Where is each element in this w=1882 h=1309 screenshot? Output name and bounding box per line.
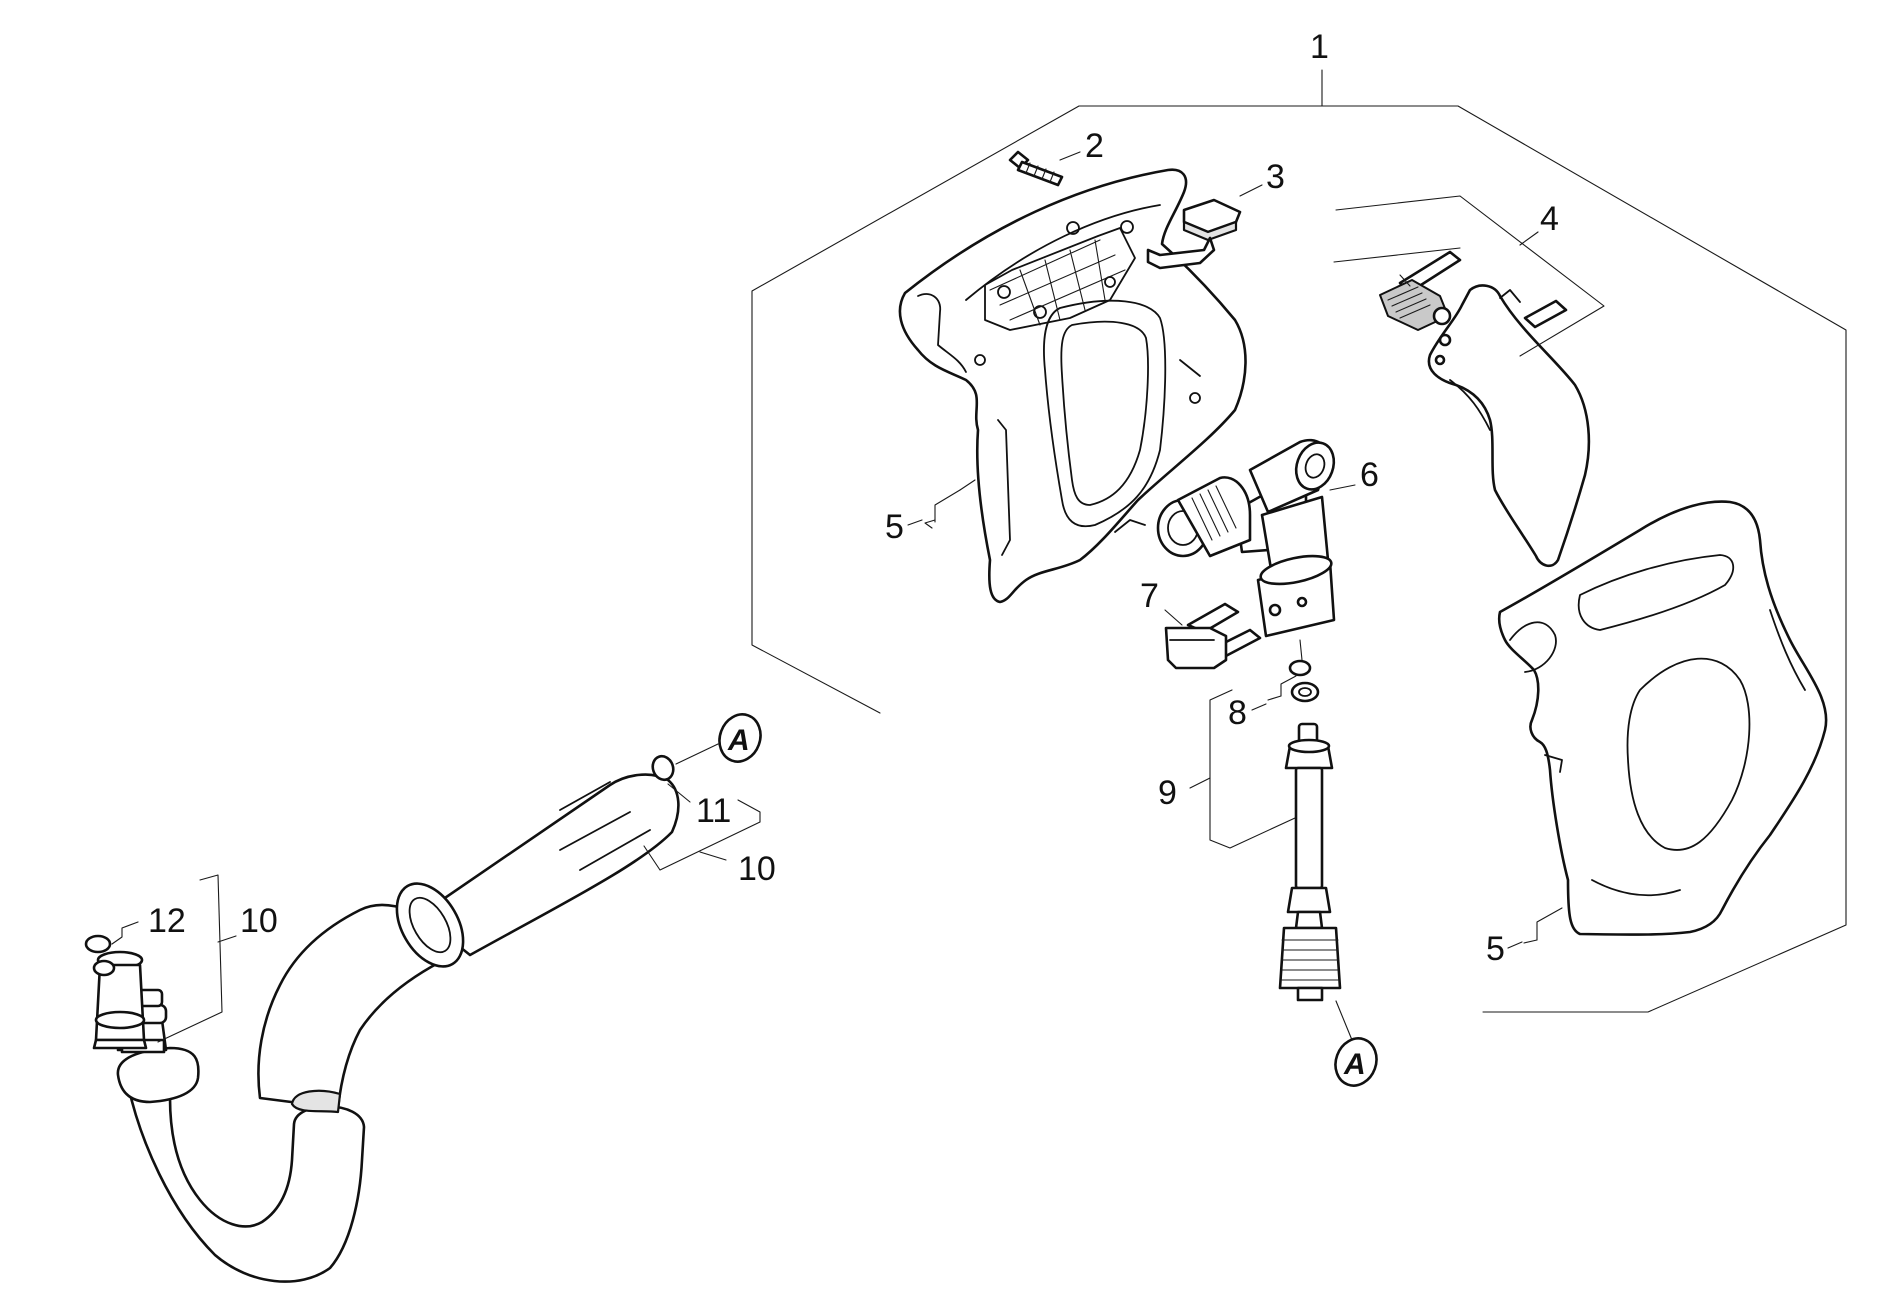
trigger — [1379, 250, 1591, 568]
detail-marker-bottom: A — [1334, 1037, 1378, 1087]
trigger-lock — [1146, 198, 1242, 270]
callout-6: 6 — [1360, 456, 1379, 494]
o-rings — [84, 754, 675, 977]
callout-10-lower: 10 — [240, 902, 278, 940]
callout-7: 7 — [1140, 577, 1159, 615]
callout-8: 8 — [1228, 694, 1247, 732]
callout-12: 12 — [148, 902, 186, 940]
callout-numbers: 1 2 3 4 5 6 7 8 9 5 11 10 12 10 — [148, 28, 1559, 968]
left-housing-half — [898, 168, 1247, 604]
spray-lance — [92, 773, 680, 1283]
detail-marker-top-label: A — [727, 724, 750, 757]
seal-set — [1288, 659, 1320, 703]
callout-3: 3 — [1266, 158, 1285, 196]
detail-marker-bottom-label: A — [1343, 1048, 1366, 1081]
callout-9: 9 — [1158, 774, 1177, 812]
locking-clip — [1164, 602, 1262, 670]
lance-connector — [1278, 722, 1342, 1002]
callout-2: 2 — [1085, 127, 1104, 165]
callout-1: 1 — [1310, 28, 1329, 66]
detail-marker-top: A — [718, 713, 762, 763]
right-housing-half — [1497, 500, 1828, 936]
callout-5-right: 5 — [1486, 930, 1505, 968]
angle-connector — [1156, 438, 1336, 638]
callout-11: 11 — [696, 792, 731, 830]
assembly-group-outline — [751, 69, 1847, 1013]
screw — [1008, 150, 1064, 187]
callout-5-left: 5 — [885, 508, 904, 546]
leader-lines — [111, 151, 1605, 1043]
callout-10-upper: 10 — [738, 850, 776, 888]
callout-4: 4 — [1540, 200, 1559, 238]
